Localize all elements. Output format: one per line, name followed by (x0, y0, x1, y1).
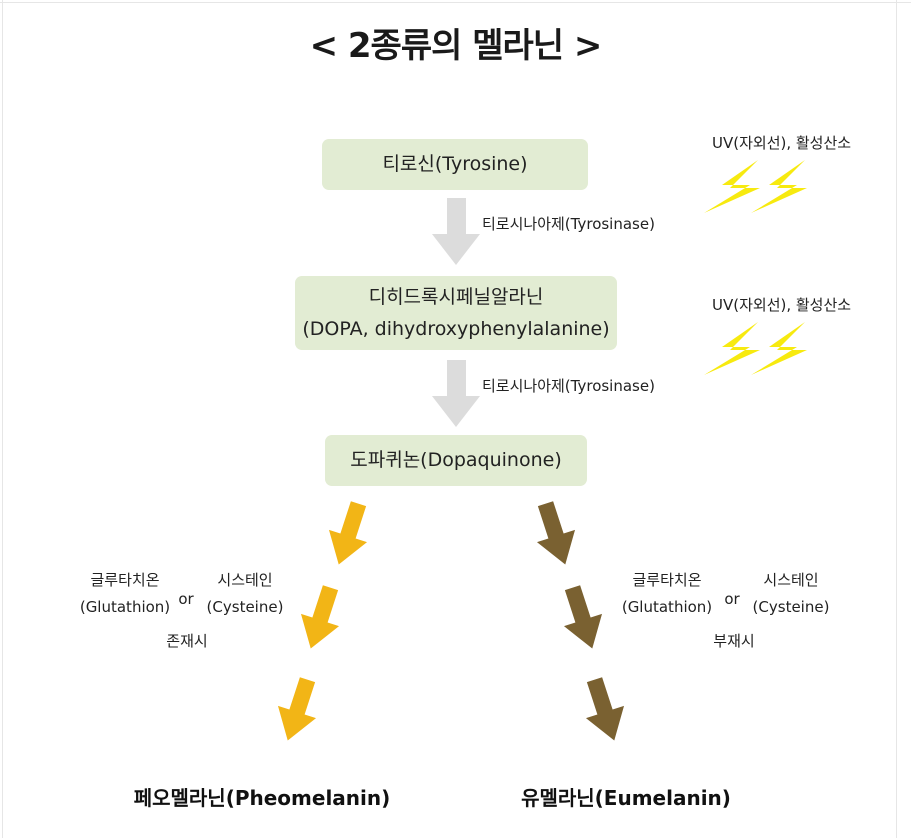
pheo-condition-label: 존재시 (166, 632, 208, 650)
eu-glutathione-en-label: (Glutathion) (621, 598, 713, 616)
eu-arrow-1 (536, 501, 576, 565)
eu-arrow-2 (563, 585, 603, 649)
node-dopaquinone-label: 도파퀴논(Dopaquinone) (350, 449, 562, 472)
frame-right-line (896, 0, 897, 838)
node-dopa-label-en: (DOPA, dihydroxyphenylalanine) (302, 318, 610, 340)
eu-arrow-3 (585, 677, 625, 741)
eu-condition-label: 부재시 (713, 632, 755, 650)
pheo-arrow-2 (300, 585, 340, 649)
pheo-cysteine-label: 시스테인 (217, 571, 273, 589)
node-dopa-label-ko: 디히드록시페닐알라닌 (368, 285, 544, 308)
gray-down-arrow-2 (432, 360, 480, 427)
diagram-title: < 2종류의 멜라닌 > (309, 26, 603, 66)
product-pheomelanin: 페오멜라닌(Pheomelanin) (133, 786, 391, 810)
uv-label-1: UV(자외선), 활성산소 (712, 134, 852, 152)
enzyme-label-1: 티로시나아제(Tyrosinase) (482, 215, 655, 233)
pheo-or-label: or (178, 590, 194, 608)
pheo-arrow-3 (277, 677, 317, 741)
eu-arrows (536, 501, 625, 741)
gray-down-arrow-1 (432, 198, 480, 265)
eu-glutathione-label: 글루타치온 (632, 571, 702, 589)
node-dopa: 디히드록시페닐알라닌 (DOPA, dihydroxyphenylalanine… (295, 276, 617, 350)
frame-left-line (2, 0, 3, 838)
uv-label-2: UV(자외선), 활성산소 (712, 296, 852, 314)
pheo-arrows (277, 501, 368, 741)
node-tyrosine: 티로신(Tyrosine) (322, 139, 588, 190)
pheo-glutathione-en-label: (Glutathion) (79, 598, 171, 616)
pheo-cysteine-en-label: (Cysteine) (206, 598, 284, 616)
node-tyrosine-label: 티로신(Tyrosine) (382, 153, 528, 176)
enzyme-label-2: 티로시나아제(Tyrosinase) (482, 377, 655, 395)
pheo-arrow-1 (328, 501, 368, 565)
frame-top-line (0, 2, 911, 3)
product-eumelanin: 유멜라닌(Eumelanin) (521, 786, 731, 810)
node-dopaquinone: 도파퀴논(Dopaquinone) (325, 435, 587, 486)
lightning-icon-2 (704, 322, 807, 375)
lightning-icon-1 (704, 160, 807, 213)
eu-or-label: or (724, 590, 740, 608)
eu-cysteine-en-label: (Cysteine) (752, 598, 830, 616)
eu-cysteine-label: 시스테인 (763, 571, 819, 589)
pheo-glutathione-label: 글루타치온 (90, 571, 160, 589)
